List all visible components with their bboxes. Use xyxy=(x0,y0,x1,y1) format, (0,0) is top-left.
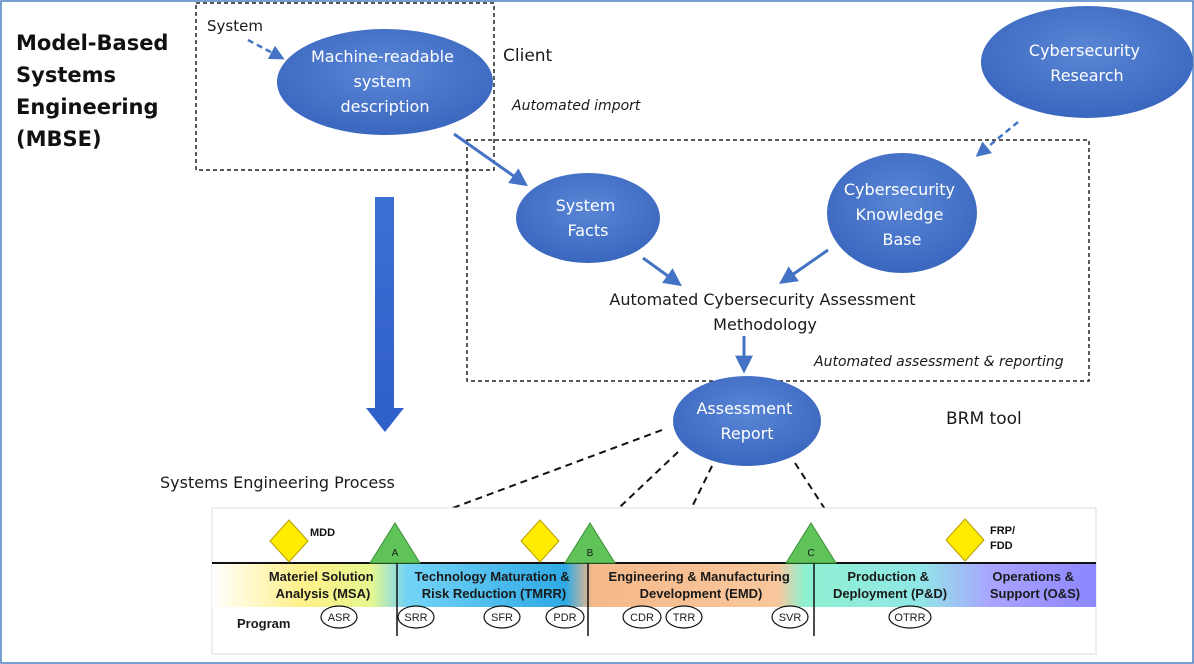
knowledge-base-ellipse: Cybersecurity Knowledge Base xyxy=(827,153,977,273)
report-line-1: Assessment xyxy=(696,399,792,418)
cybersecurity-research-ellipse: Cybersecurity Research xyxy=(981,6,1193,118)
svg-text:CDR: CDR xyxy=(630,612,654,624)
phase-pd: Production & Deployment (P&D) xyxy=(833,569,947,601)
machine-line-2: system xyxy=(354,72,412,91)
svg-text:System Facts: System Facts xyxy=(556,196,621,240)
mbse-title: Model-Based Systems Engineering (MBSE) xyxy=(16,31,176,151)
mbse-title-line-3: Engineering xyxy=(16,95,159,119)
milestone-a-label: A xyxy=(392,548,399,559)
milestone-b-label: B xyxy=(587,548,594,559)
kb-line-2: Knowledge xyxy=(855,205,943,224)
milestone-c-label: C xyxy=(807,548,814,559)
import-arrow xyxy=(453,132,528,187)
svg-text:ASR: ASR xyxy=(328,612,351,624)
svg-text:SRR: SRR xyxy=(404,612,427,624)
machine-readable-ellipse: Machine-readable system description xyxy=(277,29,493,135)
svg-text:OTRR: OTRR xyxy=(894,612,925,624)
assessment-report-ellipse: Assessment Report xyxy=(673,376,821,466)
kb-line-3: Base xyxy=(883,230,922,249)
facts-line-2: Facts xyxy=(568,221,609,240)
report-to-c-arrow xyxy=(794,462,851,548)
mbse-title-line-4: (MBSE) xyxy=(16,127,102,151)
client-box xyxy=(195,2,495,171)
svg-text:Cybersecurity Research: Cybersecurity Research xyxy=(1029,41,1145,85)
decision-diamond xyxy=(520,519,560,563)
svg-text:Machine-readable system: Machine-readable system description xyxy=(311,47,459,116)
machine-line-1: Machine-readable xyxy=(311,47,454,66)
mdd-label: MDD xyxy=(310,527,335,539)
review-otrr: OTRR xyxy=(888,605,932,629)
review-pdr: PDR xyxy=(545,605,585,629)
se-process-label: Systems Engineering Process xyxy=(160,473,395,492)
phase-band xyxy=(212,563,1096,607)
mbse-title-line-2: Systems xyxy=(16,63,116,87)
automated-assessment-label: Automated assessment & reporting xyxy=(813,354,1064,370)
system-to-machine-arrow xyxy=(247,38,285,60)
brm-box xyxy=(466,139,1090,382)
frp-line-2: FDD xyxy=(990,540,1013,552)
brm-tool-label: BRM tool xyxy=(946,409,1022,429)
facts-line-1: System xyxy=(556,196,616,215)
phase-tmrr: Technology Maturation & Risk Reduction (… xyxy=(415,569,574,601)
review-sfr: SFR xyxy=(483,605,521,629)
svg-text:PDR: PDR xyxy=(553,612,576,624)
review-trr: TRR xyxy=(665,605,703,629)
review-srr: SRR xyxy=(397,605,435,629)
automated-import-label: Automated import xyxy=(511,98,641,114)
frp-diamond xyxy=(945,518,985,562)
milestone-a-triangle xyxy=(369,522,421,564)
review-cdr: CDR xyxy=(622,605,662,629)
svg-text:TRR: TRR xyxy=(673,612,696,624)
methodology-line-2: Methodology xyxy=(713,315,817,334)
facts-to-method-arrow xyxy=(642,256,682,287)
methodology-line-1: Automated Cybersecurity Assessment xyxy=(609,290,915,309)
svg-text:SFR: SFR xyxy=(491,612,513,624)
milestone-c-triangle xyxy=(785,522,837,564)
phase-msa: Materiel Solution Analysis (MSA) xyxy=(269,569,377,601)
kb-line-1: Cybersecurity xyxy=(844,180,955,199)
mdd-diamond xyxy=(269,519,309,563)
machine-line-3: description xyxy=(341,97,430,116)
client-label: Client xyxy=(503,46,553,66)
research-line-2: Research xyxy=(1050,66,1123,85)
research-line-1: Cybersecurity xyxy=(1029,41,1140,60)
frp-line-1: FRP/ xyxy=(990,525,1015,537)
system-label: System xyxy=(207,17,263,35)
svg-text:SVR: SVR xyxy=(779,612,802,624)
mbse-title-line-1: Model-Based xyxy=(16,31,168,55)
frp-label: FRP/ FDD xyxy=(990,525,1018,552)
program-label: Program xyxy=(237,616,290,631)
acquisition-lifecycle: MDD FRP/ FDD A B C Materiel Solution Ana… xyxy=(211,507,1097,655)
methodology-text: Automated Cybersecurity Assessment Metho… xyxy=(609,290,920,334)
report-line-2: Report xyxy=(720,424,773,443)
big-down-arrow xyxy=(366,197,404,432)
system-facts-ellipse: System Facts xyxy=(516,173,660,263)
review-svr: SVR xyxy=(771,605,809,629)
phase-emd: Engineering & Manufacturing Development … xyxy=(609,569,794,601)
svg-text:Cybersecurity Knowledge: Cybersecurity Knowledge Base xyxy=(844,180,960,249)
milestone-b-triangle xyxy=(564,522,616,564)
phase-os: Operations & Support (O&S) xyxy=(990,569,1080,601)
kb-to-method-arrow xyxy=(779,248,829,285)
research-to-kb-arrow xyxy=(975,121,1019,157)
svg-text:Assessment Report: Assessment Report xyxy=(696,399,797,443)
review-asr: ASR xyxy=(320,605,358,629)
report-to-a-arrow xyxy=(412,429,663,526)
